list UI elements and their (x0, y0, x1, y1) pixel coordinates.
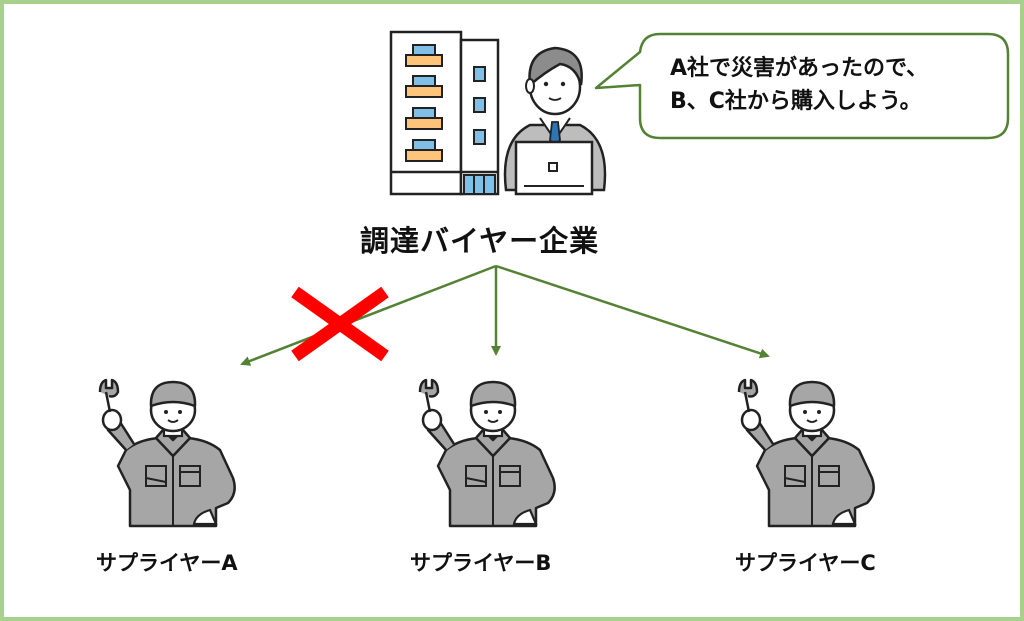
office-building-icon (389, 30, 500, 196)
businessman-laptop-icon (503, 46, 607, 196)
supplier-b-worker-icon (418, 378, 556, 528)
supply-arrows (240, 264, 770, 366)
supplier-a-label: サプライヤーA (96, 551, 238, 575)
arrow-to-supplier-a (240, 264, 497, 366)
supplier-b-label: サプライヤーB (410, 551, 552, 575)
buyer-label: 調達バイヤー企業 (360, 224, 600, 258)
supplier-a-worker-icon (98, 378, 236, 528)
arrow-to-supplier-c (495, 264, 770, 359)
supplier-c-label: サプライヤーC (735, 551, 876, 575)
speech-line-2: B、C社から購入しよう。 (670, 89, 922, 114)
speech-text: A社で災害があったので、 B、C社から購入しよう。 (670, 52, 928, 118)
speech-bubble (594, 32, 1010, 140)
supplier-c-worker-icon (737, 378, 875, 528)
red-x-icon (291, 286, 389, 362)
speech-line-1: A社で災害があったので、 (670, 56, 929, 81)
